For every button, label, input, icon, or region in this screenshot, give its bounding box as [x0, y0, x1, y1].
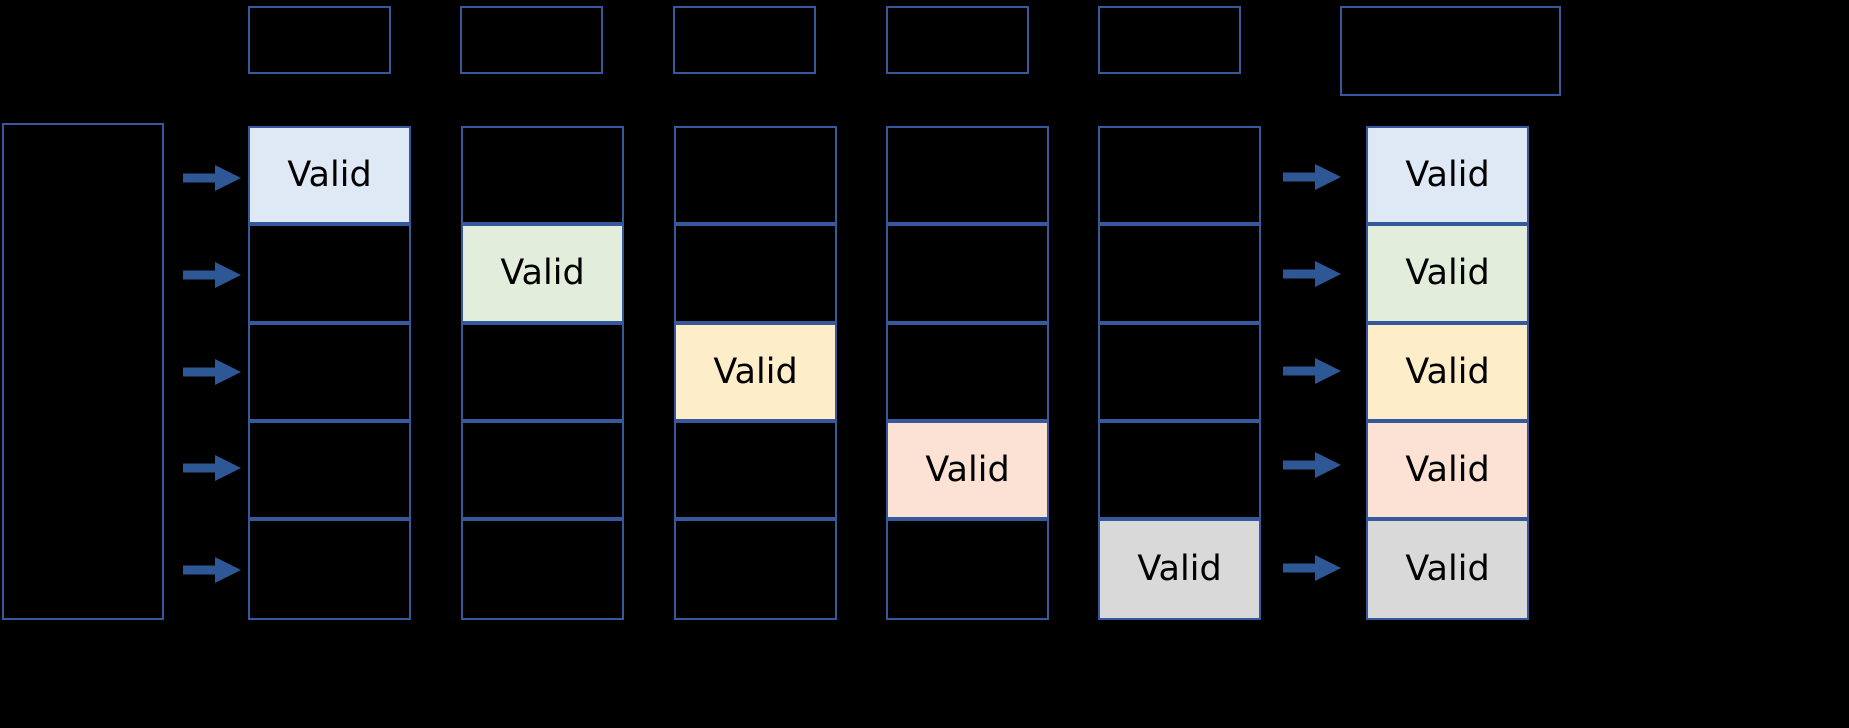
- cell-label: Valid: [1405, 253, 1490, 293]
- empty-cell[interactable]: [461, 323, 624, 421]
- empty-cell[interactable]: [461, 126, 624, 224]
- arrow-right-icon-left-3: [183, 359, 241, 385]
- arrow-right-icon-right-1: [1283, 164, 1341, 190]
- arrow-right-icon-right-5: [1283, 555, 1341, 581]
- empty-cell[interactable]: [674, 519, 837, 620]
- valid-cell[interactable]: Valid: [1366, 421, 1529, 519]
- arrow-right-icon-right-2: [1283, 261, 1341, 287]
- empty-cell[interactable]: [1098, 421, 1261, 519]
- empty-cell[interactable]: [1098, 323, 1261, 421]
- cell-label: Valid: [287, 154, 372, 195]
- header-box-6: [1340, 6, 1561, 96]
- empty-cell[interactable]: [248, 323, 411, 421]
- header-box-3: [673, 6, 816, 74]
- valid-cell[interactable]: Valid: [1366, 323, 1529, 421]
- header-box-4: [886, 6, 1029, 74]
- empty-cell[interactable]: [461, 519, 624, 620]
- cell-label: Valid: [1405, 549, 1490, 589]
- cell-label: Valid: [1405, 154, 1490, 195]
- empty-cell[interactable]: [674, 126, 837, 224]
- valid-cell[interactable]: Valid: [1366, 519, 1529, 620]
- valid-cell[interactable]: Valid: [674, 323, 837, 421]
- cell-label: Valid: [1137, 549, 1222, 589]
- cell-label: Valid: [500, 253, 585, 293]
- empty-cell[interactable]: [886, 224, 1049, 323]
- valid-cell[interactable]: Valid: [1366, 126, 1529, 224]
- arrow-right-icon-left-5: [183, 557, 241, 583]
- empty-cell[interactable]: [886, 126, 1049, 224]
- cell-label: Valid: [1405, 351, 1490, 392]
- empty-cell[interactable]: [1098, 126, 1261, 224]
- arrow-right-icon-left-2: [183, 262, 241, 288]
- empty-cell[interactable]: [674, 224, 837, 323]
- empty-cell[interactable]: [248, 224, 411, 323]
- empty-cell[interactable]: [674, 421, 837, 519]
- source-box: [2, 123, 164, 620]
- cell-label: Valid: [1405, 449, 1490, 490]
- header-box-2: [460, 6, 603, 74]
- cell-label: Valid: [925, 449, 1010, 490]
- empty-cell[interactable]: [248, 519, 411, 620]
- arrow-right-icon-right-4: [1283, 452, 1341, 478]
- arrow-right-icon-left-4: [183, 455, 241, 481]
- arrow-right-icon-right-3: [1283, 358, 1341, 384]
- empty-cell[interactable]: [1098, 224, 1261, 323]
- header-box-1: [248, 6, 391, 74]
- valid-cell[interactable]: Valid: [1366, 224, 1529, 323]
- valid-cell[interactable]: Valid: [886, 421, 1049, 519]
- arrow-right-icon-left-1: [183, 165, 241, 191]
- empty-cell[interactable]: [248, 421, 411, 519]
- valid-cell[interactable]: Valid: [248, 126, 411, 224]
- valid-cell[interactable]: Valid: [461, 224, 624, 323]
- empty-cell[interactable]: [886, 519, 1049, 620]
- empty-cell[interactable]: [886, 323, 1049, 421]
- valid-cell[interactable]: Valid: [1098, 519, 1261, 620]
- header-box-5: [1098, 6, 1241, 74]
- empty-cell[interactable]: [461, 421, 624, 519]
- cell-label: Valid: [713, 351, 798, 392]
